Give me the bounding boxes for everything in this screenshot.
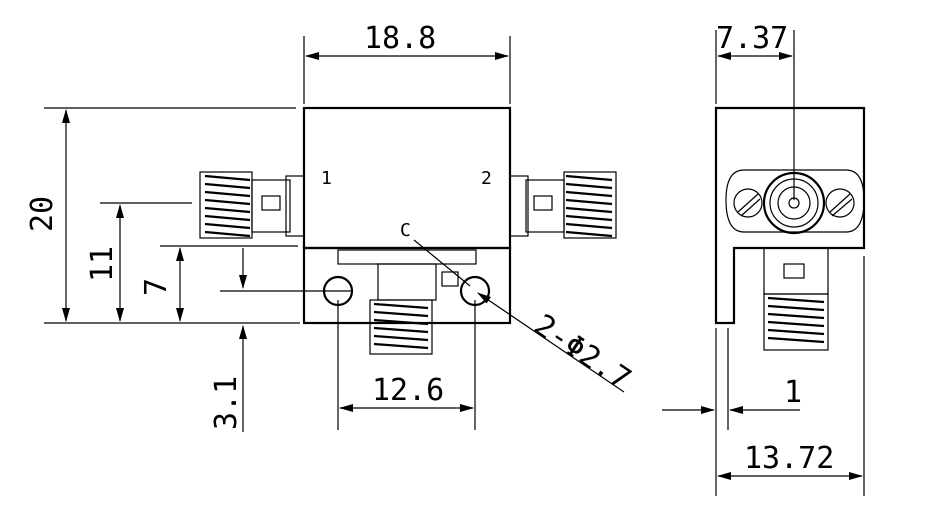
port-2-label: 2 xyxy=(481,168,492,189)
dim-7: 7 xyxy=(139,278,174,296)
side-connector-body xyxy=(763,247,829,295)
side-view xyxy=(714,106,866,351)
dim-1: 1 xyxy=(784,375,802,410)
port-c-label: C xyxy=(400,220,411,241)
right-connector xyxy=(509,171,617,239)
lower-body-outline xyxy=(302,246,512,325)
side-dimensions: 7.37 1 13.72 xyxy=(662,21,865,496)
screw-left xyxy=(733,188,763,218)
dim-12-6: 12.6 xyxy=(372,373,444,408)
dim-3-1: 3.1 xyxy=(209,376,244,430)
dim-7-37: 7.37 xyxy=(716,21,788,56)
bottom-connector xyxy=(369,263,459,355)
screw-right xyxy=(825,188,855,218)
front-dimensions: 18.8 20 11 7 3.1 12.6 2-Φ2.7 xyxy=(25,21,637,432)
side-body-outline xyxy=(714,106,866,325)
dim-holes: 2-Φ2.7 xyxy=(528,308,637,398)
hole-leader xyxy=(477,292,625,393)
left-connector xyxy=(199,171,305,239)
dim-18-8: 18.8 xyxy=(364,21,436,56)
port-1-label: 1 xyxy=(321,168,332,189)
dim-11: 11 xyxy=(85,246,120,282)
lower-flange xyxy=(337,249,477,265)
side-flange xyxy=(725,169,865,233)
port-c-leader xyxy=(413,239,471,287)
dim-20: 20 xyxy=(25,196,60,232)
dim-13-72: 13.72 xyxy=(744,441,834,476)
